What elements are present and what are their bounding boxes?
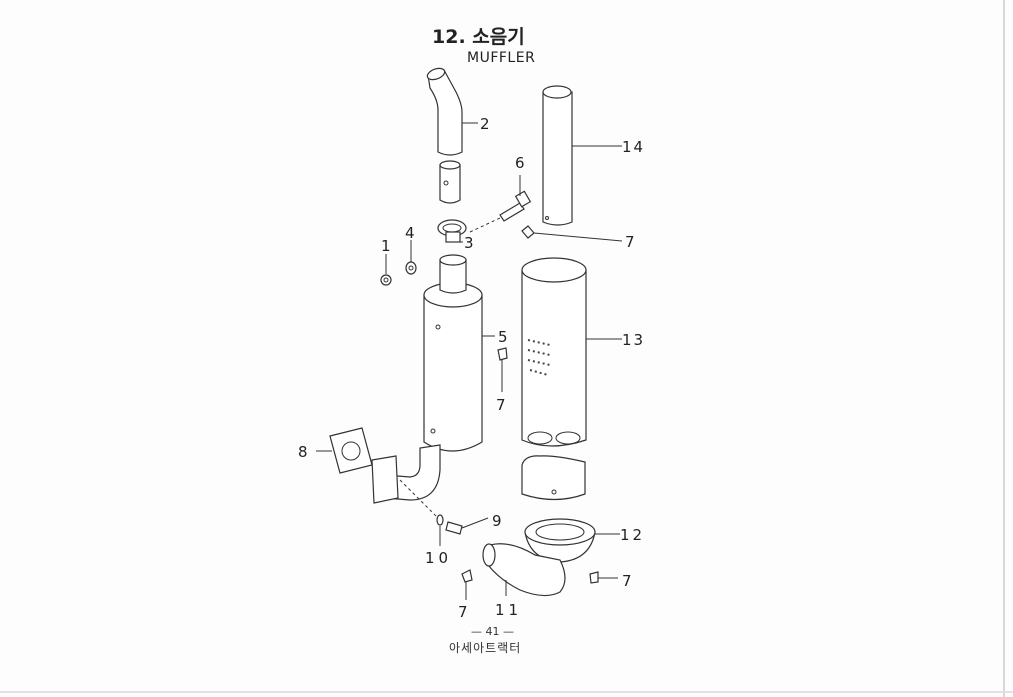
part-exhaust-elbow: [426, 67, 463, 156]
part-nut-1: [380, 274, 392, 286]
part-outlet-pipe: [482, 543, 566, 597]
callout-2: 2: [480, 115, 490, 133]
section-subtitle: MUFFLER: [467, 50, 536, 66]
part-muffler-body: [371, 254, 483, 504]
callout-4: 4: [405, 224, 415, 242]
callout-8: 8: [298, 443, 308, 461]
part-bolt-6: [469, 190, 532, 233]
page-edge: [1003, 0, 1005, 697]
leader-lines: [316, 122, 623, 600]
callout-12: 12: [620, 526, 645, 544]
callout-13: 13: [622, 331, 645, 349]
section-title: 12. 소음기: [432, 26, 525, 48]
callout-6: 6: [515, 154, 525, 172]
part-bolt-9: [445, 521, 463, 535]
callout-7: 7: [622, 572, 632, 590]
callout-3: 3: [464, 234, 474, 252]
callout-5: 5: [498, 328, 508, 346]
part-bolts-7: [461, 225, 599, 584]
part-heat-shield: [521, 257, 587, 501]
part-washer-4: [405, 261, 417, 275]
callout-7: 7: [496, 396, 506, 414]
page-edge-bottom: [0, 691, 1013, 693]
footer-brand: 아세아트랙터: [449, 641, 522, 655]
part-tail-pipe: [542, 85, 573, 226]
callout-7: 7: [458, 603, 468, 621]
part-gasket: [329, 427, 373, 474]
part-clamp: [437, 219, 467, 243]
callout-7: 7: [625, 233, 635, 251]
callout-10: 10: [425, 549, 452, 567]
callout-9: 9: [492, 512, 502, 530]
page-number: — 41 —: [471, 625, 514, 638]
part-washer-10: [436, 514, 444, 526]
callout-11: 11: [495, 601, 522, 619]
callout-14: 14: [622, 138, 645, 156]
callout-1: 1: [381, 237, 391, 255]
part-coupling: [439, 160, 461, 204]
